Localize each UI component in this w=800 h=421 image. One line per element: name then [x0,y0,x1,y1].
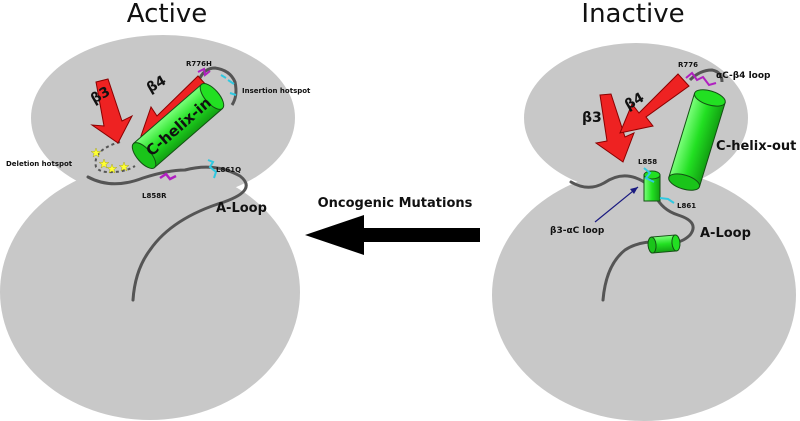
l858-label: L858 [638,158,657,166]
c-helix-out [668,89,726,191]
l861-stick [659,197,675,204]
inactive-panel: Inactive [492,0,796,421]
l861q-stick [207,159,218,179]
ac-b4-loop-label: αC-β4 loop [716,71,771,81]
b3-ac-loop-pointer [594,186,639,223]
left-arrow-shape [305,215,480,255]
c-lobe [0,164,300,420]
l861-label: L861 [677,202,696,210]
inactive-aloop-label: A-Loop [700,226,751,241]
inactive-title: Inactive [581,0,684,29]
active-panel: Active C-helix-in [0,0,311,420]
l858r-stick [159,172,177,181]
l858-stick [643,167,655,183]
insertion-hotspot-label: Insertion hotspot [242,87,311,95]
l858r-label: L858R [142,192,167,200]
b3-ac-loop-pointer-head [630,187,638,194]
c-lobe [492,169,796,421]
oncogenic-mutations-label: Oncogenic Mutations [318,196,473,211]
small-helix-upper [643,170,661,202]
backbone-loop [569,174,695,302]
backbone-loop [86,165,248,302]
deletion-stars [90,147,130,174]
active-title: Active [127,0,207,29]
deletion-hotspot-label: Deletion hotspot [6,160,73,168]
active-aloop-label: A-Loop [216,201,267,216]
b3-ac-loop-label: β3-αC loop [550,226,605,236]
insertion-sticks [220,74,237,96]
r776-label: R776 [678,61,698,69]
beta4-strand [619,73,690,134]
beta3-strand [594,93,635,163]
r776h-label: R776H [186,60,212,68]
deletion-loop [94,141,136,174]
small-helix-lower [647,234,681,254]
beta3-strand [90,78,134,144]
ac-b4-loop-line [688,68,724,83]
r776-stick [685,71,717,87]
r776h-stick [197,67,211,77]
transition-arrow: Oncogenic Mutations [305,196,480,255]
c-helix-out-label: C-helix-out [716,139,796,154]
inactive-beta3-label: β3 [582,110,602,126]
l861q-label: L861Q [216,166,241,174]
